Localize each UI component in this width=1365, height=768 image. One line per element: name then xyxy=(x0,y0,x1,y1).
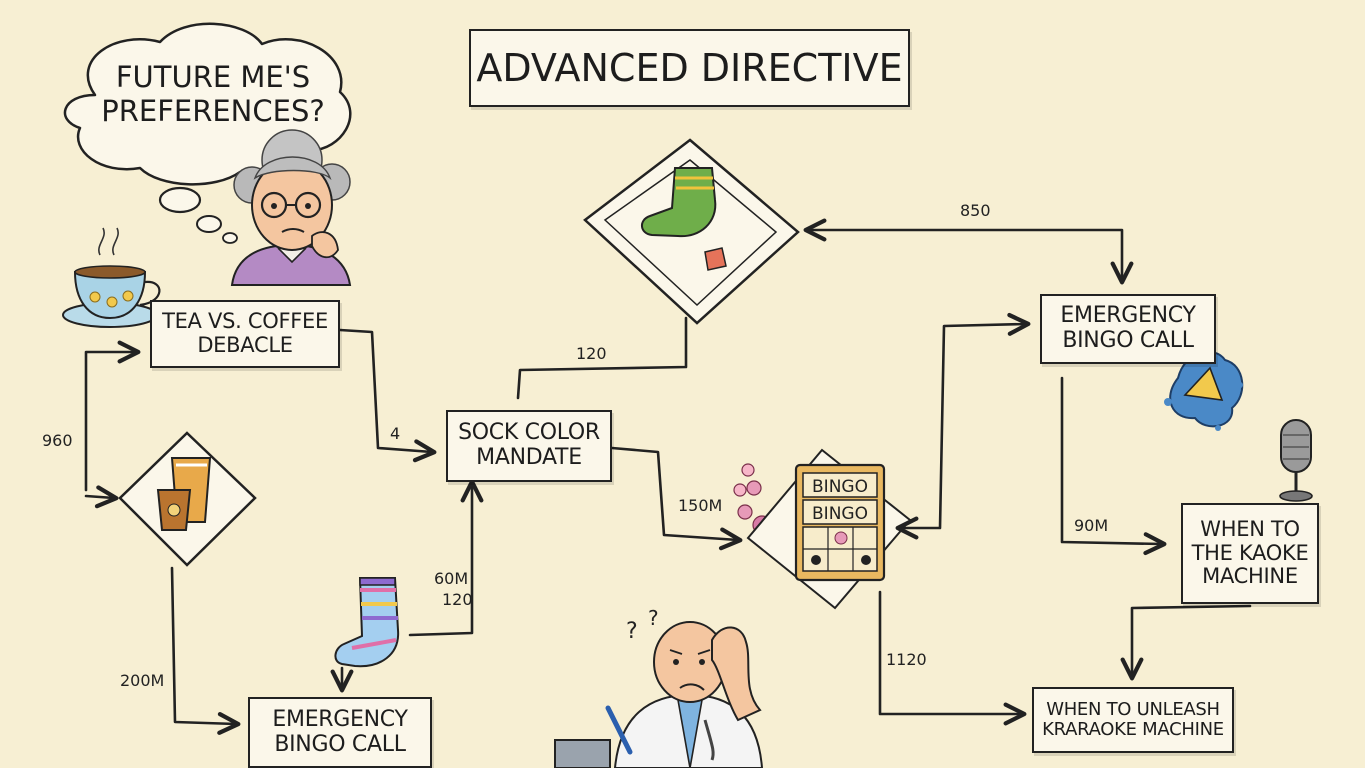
thought-bubble-text: FUTURE ME'S PREFERENCES? xyxy=(88,60,338,128)
edge-sock-to-mandate xyxy=(408,479,484,637)
node-bingo-bottom[interactable]: EMERGENCY BINGO CALL xyxy=(248,697,432,768)
tea-cup-icon xyxy=(62,227,161,328)
node-karaoke-top[interactable]: WHEN TO THE KAOKE MACHINE xyxy=(1181,503,1319,604)
edge-mandate-to-diamond xyxy=(516,316,688,400)
edge-960-to-drinks xyxy=(84,485,119,509)
edge-label-150m: 150M xyxy=(678,496,723,515)
node-bingo-bottom-line-1: EMERGENCY xyxy=(272,706,408,732)
edge-label-90m: 90M xyxy=(1074,516,1109,535)
svg-text:?: ? xyxy=(626,619,638,644)
microphone-icon xyxy=(1279,419,1313,502)
edge-tea-to-mandate xyxy=(338,328,437,463)
node-karaoke-bottom-line-2: KRARAOKE MACHINE xyxy=(1042,719,1224,740)
title-box: ADVANCED DIRECTIVE xyxy=(469,29,910,107)
edge-label-120-mid: 120 xyxy=(442,590,473,609)
edge-card-to-karaoke xyxy=(878,590,1027,726)
node-sock-color[interactable]: SOCK COLOR MANDATE xyxy=(446,410,612,482)
bingo-card-row-2: BINGO xyxy=(812,504,868,524)
node-bingo-top-line-1: EMERGENCY xyxy=(1060,303,1196,329)
grandma-portrait-icon xyxy=(230,129,352,286)
bingo-card-icon: BINGO BINGO xyxy=(746,448,912,610)
thought-bubble-line-2: PREFERENCES? xyxy=(101,94,325,129)
node-karaoke-bottom-line-1: WHEN TO UNLEASH xyxy=(1046,698,1220,720)
node-sock-color-line-1: SOCK COLOR xyxy=(458,420,600,446)
edge-label-60m: 60M xyxy=(434,569,469,588)
bingo-card-row-1: BINGO xyxy=(812,477,868,497)
edge-label-1120: 1120 xyxy=(886,650,927,669)
svg-text:?: ? xyxy=(648,606,659,630)
node-sock-color-line-2: MANDATE xyxy=(476,445,582,470)
drinks-diamond-icon xyxy=(118,431,257,567)
confused-doctor-icon: ? ? xyxy=(554,606,764,768)
edge-label-120-top: 120 xyxy=(576,344,607,363)
thought-bubble-line-1: FUTURE ME'S xyxy=(115,60,311,94)
node-karaoke-top-line-1: WHEN TO xyxy=(1200,517,1300,542)
node-tea-coffee-line-2: DEBACLE xyxy=(197,333,293,357)
edge-label-4: 4 xyxy=(390,424,401,443)
node-bingo-top-line-2: BINGO CALL xyxy=(1062,328,1194,353)
edge-label-200m: 200M xyxy=(120,671,165,690)
striped-sock-icon xyxy=(334,577,400,668)
edge-karaoke-to-karaoke xyxy=(1120,604,1252,681)
edge-card-to-bingo xyxy=(895,312,1031,540)
sock-diamond-icon xyxy=(583,138,800,325)
node-tea-coffee[interactable]: TEA VS. COFFEE DEBACLE xyxy=(150,300,340,368)
edge-label-850: 850 xyxy=(960,201,991,220)
node-karaoke-top-line-2: THE KAOKE xyxy=(1191,540,1309,565)
node-bingo-top[interactable]: EMERGENCY BINGO CALL xyxy=(1040,294,1216,364)
node-bingo-bottom-line-2: BINGO CALL xyxy=(274,731,406,757)
edge-label-960: 960 xyxy=(42,431,73,450)
node-karaoke-top-line-3: MACHINE xyxy=(1202,564,1298,589)
node-karaoke-bottom[interactable]: WHEN TO UNLEASH KRARAOKE MACHINE xyxy=(1032,687,1234,753)
edge-960-to-tea xyxy=(84,340,141,492)
page-title: ADVANCED DIRECTIVE xyxy=(476,45,903,90)
edge-drinks-to-bingo xyxy=(170,566,241,735)
edge-mandate-to-card xyxy=(610,446,743,551)
node-tea-coffee-line-1: TEA VS. COFFEE xyxy=(162,309,328,334)
edge-bingo-to-karaoke xyxy=(1060,376,1167,556)
edge-diamond-to-bingo xyxy=(803,218,1134,285)
